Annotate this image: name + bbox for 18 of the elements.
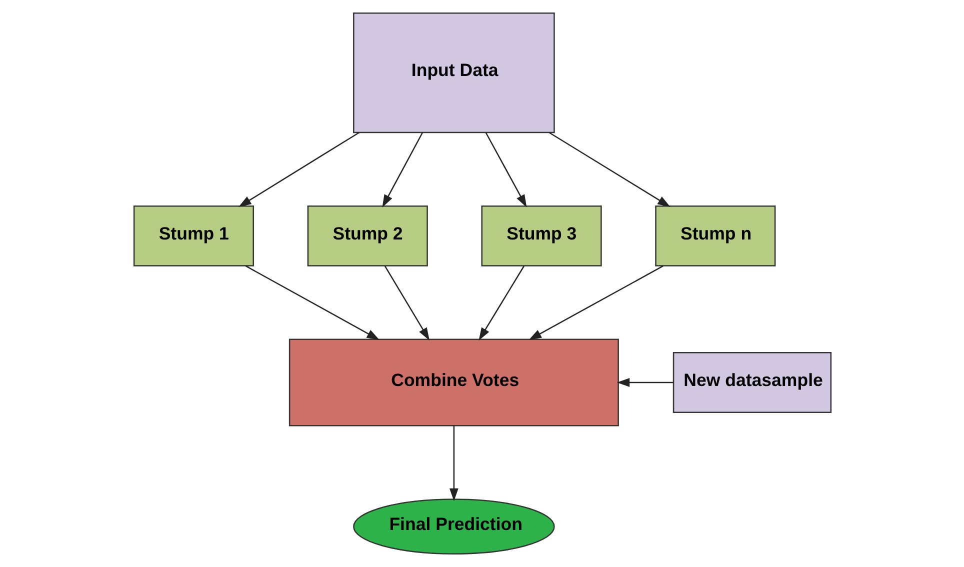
node-box: Stump 3 [480, 205, 602, 266]
node-box: Stump n [654, 205, 776, 266]
node-box: Input Data [352, 12, 554, 134]
arrow [484, 132, 526, 208]
arrow [548, 132, 670, 207]
arrow [238, 132, 360, 207]
arrow [478, 266, 524, 340]
node-ellipse: Final Prediction [352, 498, 554, 554]
arrow [244, 265, 380, 340]
arrow [384, 266, 430, 340]
arrow [448, 426, 458, 502]
arrow [528, 265, 663, 340]
node-box: Stump 1 [132, 205, 254, 266]
node-box: Stump 2 [306, 205, 428, 266]
arrow [382, 132, 423, 208]
arrow [616, 378, 672, 387]
node-box: Combine Votes [288, 338, 618, 426]
node-box: New datasample [672, 352, 832, 413]
